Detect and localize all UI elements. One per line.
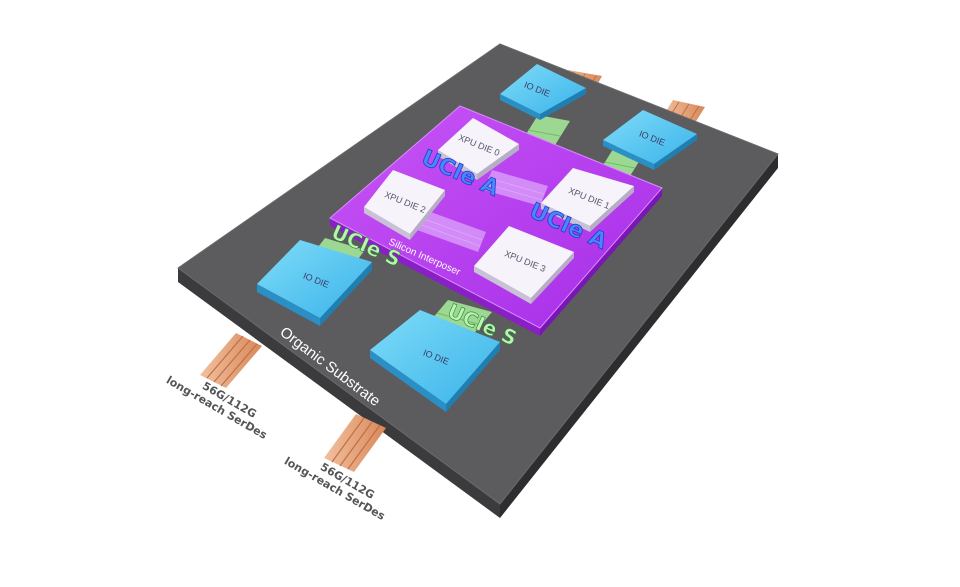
- io-die-bottom-left: IO DIE: [257, 240, 372, 326]
- silicon-interposer: [329, 105, 663, 336]
- io-die-bottom-right: IO DIE: [370, 310, 500, 412]
- xpu-die-3: XPU DIE 3: [474, 226, 574, 304]
- serdes-trace-bottom-right: [324, 414, 386, 472]
- ucie-a-links: [417, 170, 548, 252]
- xpu-die-0: XPU DIE 0: [438, 118, 519, 180]
- io-die-top-right: IO DIE: [603, 110, 697, 170]
- io-die-top-left: IO DIE: [500, 64, 586, 120]
- xpu-die-1: XPU DIE 1: [541, 168, 634, 232]
- xpu-die-2: XPU DIE 2: [364, 170, 445, 240]
- serdes-trace-bottom-left: [200, 333, 262, 388]
